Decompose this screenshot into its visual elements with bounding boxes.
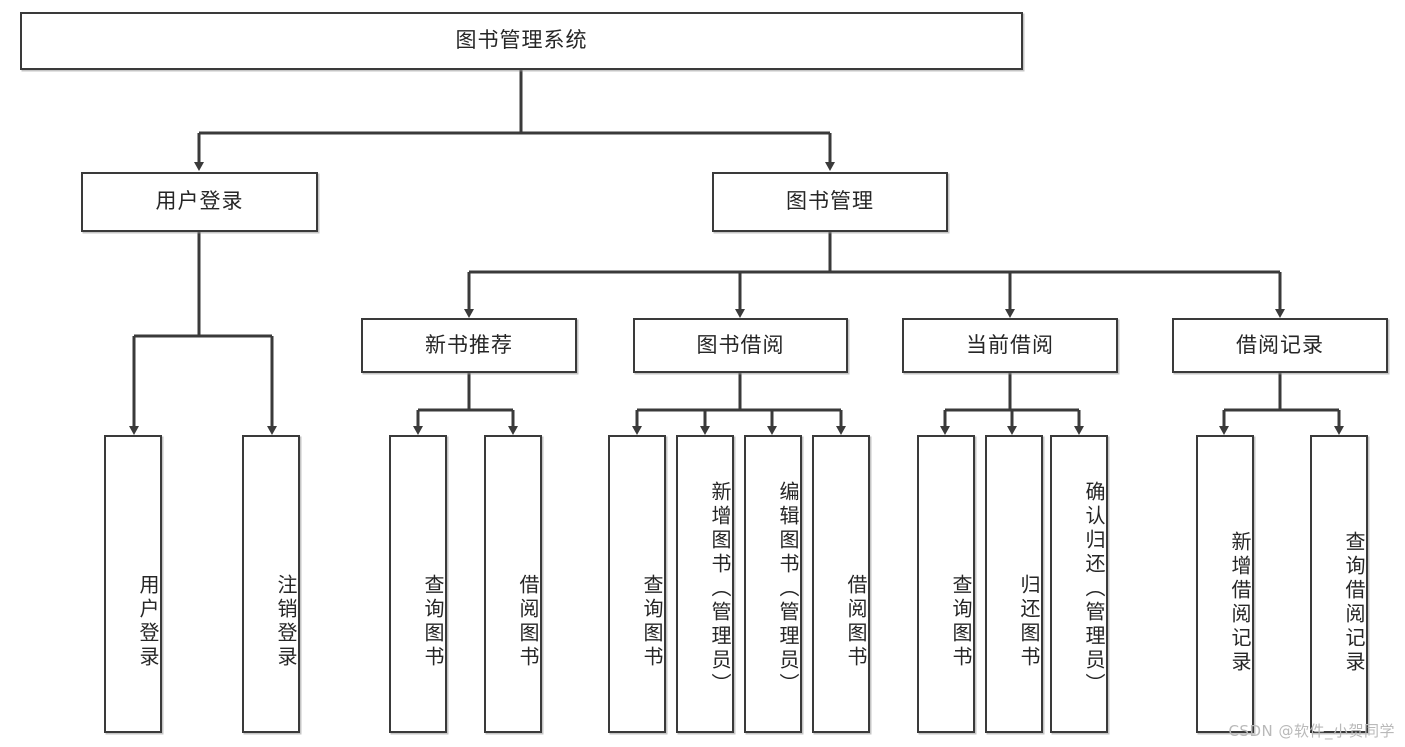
node-borrow-record[interactable]: 借阅记录 [1172,318,1388,373]
node-new-book-recommend[interactable]: 新书推荐 [361,318,577,373]
node-leaf-borrow-book-2[interactable]: 借阅图书 [812,435,870,733]
node-leaf-query-book-3[interactable]: 查询图书 [917,435,975,733]
node-leaf-user-logout[interactable]: 注销登录 [242,435,300,733]
node-leaf-add-book[interactable]: 新增图书（管理员） [676,435,734,733]
node-leaf-query-book-1[interactable]: 查询图书 [389,435,447,733]
node-book-borrow[interactable]: 图书借阅 [633,318,848,373]
node-leaf-add-record[interactable]: 新增借阅记录 [1196,435,1254,733]
node-user-login[interactable]: 用户登录 [81,172,318,232]
node-root-system[interactable]: 图书管理系统 [20,12,1023,70]
node-leaf-query-record[interactable]: 查询借阅记录 [1310,435,1368,733]
node-book-management[interactable]: 图书管理 [712,172,948,232]
node-leaf-confirm-return[interactable]: 确认归还（管理员） [1050,435,1108,733]
node-leaf-return-book[interactable]: 归还图书 [985,435,1043,733]
node-leaf-edit-book[interactable]: 编辑图书（管理员） [744,435,802,733]
node-leaf-user-login[interactable]: 用户登录 [104,435,162,733]
node-current-borrow[interactable]: 当前借阅 [902,318,1118,373]
node-leaf-borrow-book-1[interactable]: 借阅图书 [484,435,542,733]
node-leaf-query-book-2[interactable]: 查询图书 [608,435,666,733]
watermark-label: CSDN @软件_小贺同学 [1228,722,1395,740]
